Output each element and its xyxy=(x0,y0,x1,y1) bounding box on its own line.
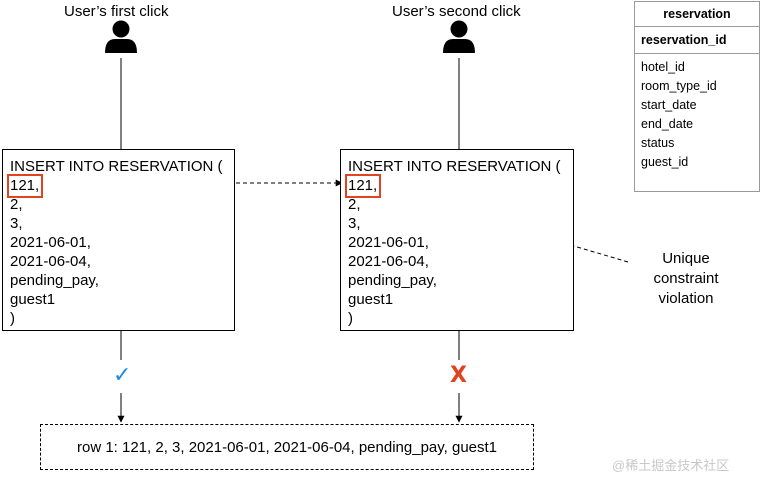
sql-line: 2021-06-04, xyxy=(348,253,429,270)
table-field: room_type_id xyxy=(641,79,717,93)
watermark: @稀土掘金技术社区 xyxy=(612,458,730,473)
highlighted-id: 121, xyxy=(344,174,382,198)
sql-line: pending_pay, xyxy=(348,272,437,289)
note-line: violation xyxy=(658,290,714,307)
sql-line: ) xyxy=(10,310,15,327)
highlighted-id: 121, xyxy=(6,174,44,198)
sql-line: 2, xyxy=(348,196,361,213)
sql-line: 2021-06-01, xyxy=(10,234,91,251)
first-click-caption: User’s first click xyxy=(64,3,169,20)
sql-line: guest1 xyxy=(348,291,394,308)
second-click-caption: User’s second click xyxy=(392,3,521,20)
sql-line: 3, xyxy=(10,215,23,232)
sql-line: 3, xyxy=(348,215,361,232)
sql-line: 2021-06-04, xyxy=(10,253,91,270)
note-line: constraint xyxy=(653,270,719,287)
result-row-box: row 1: 121, 2, 3, 2021-06-01, 2021-06-04… xyxy=(40,424,534,470)
first-insert-statement: INSERT INTO RESERVATION ( 121, 2, 3, 202… xyxy=(2,149,235,331)
table-field: end_date xyxy=(641,117,694,131)
second-insert-statement: INSERT INTO RESERVATION ( 121, 2, 3, 202… xyxy=(340,149,574,331)
sql-line: INSERT INTO RESERVATION ( xyxy=(348,158,561,175)
table-field: guest_id xyxy=(641,155,689,169)
table-field: hotel_id xyxy=(641,60,685,74)
sql-line: 2021-06-01, xyxy=(348,234,429,251)
table-field: start_date xyxy=(641,98,697,112)
user-icon xyxy=(105,20,137,53)
user-icon xyxy=(443,20,475,53)
note-line: Unique xyxy=(662,250,710,267)
unique-constraint-note: Unique constraint violation xyxy=(630,249,742,309)
reservation-table: reservation reservation_id hotel_id room… xyxy=(634,1,760,192)
failure-x-icon: X xyxy=(450,363,467,388)
sql-line: 2, xyxy=(10,196,23,213)
result-row-text: row 1: 121, 2, 3, 2021-06-01, 2021-06-04… xyxy=(76,438,498,456)
success-check-icon: ✓ xyxy=(113,362,132,387)
sql-line: pending_pay, xyxy=(10,272,99,289)
table-fields: hotel_id room_type_id start_date end_dat… xyxy=(635,54,759,172)
sql-line: guest1 xyxy=(10,291,56,308)
sql-line: ) xyxy=(348,310,353,327)
table-field: status xyxy=(641,136,675,150)
sql-line: INSERT INTO RESERVATION ( xyxy=(10,158,223,175)
table-title: reservation xyxy=(635,2,759,27)
table-primary-key: reservation_id xyxy=(635,27,759,54)
